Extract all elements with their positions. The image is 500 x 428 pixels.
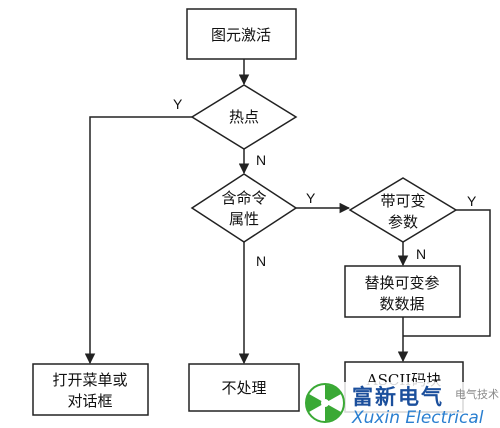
label-cmd-yes: Y: [306, 190, 316, 206]
start-node-label: 图元激活: [211, 26, 271, 44]
start-node: 图元激活: [186, 8, 297, 60]
open-menu-label-line1: 打开菜单或: [52, 371, 127, 389]
variable-parameter-label-line1: 带可变: [380, 192, 425, 210]
edge-hotspot-yes: [84, 116, 192, 365]
variable-parameter-label-line2: 参数: [388, 213, 418, 231]
edge-var-yes: [403, 209, 491, 337]
replace-parameter-label-line2: 数数据: [379, 295, 424, 313]
no-process-label: 不处理: [221, 379, 266, 397]
hotspot-decision-label: 热点: [229, 108, 259, 126]
replace-parameter-node: 替换可变参 数数据: [344, 265, 461, 318]
open-menu-label-line2: 对话框: [67, 392, 112, 410]
command-attribute-decision: 含命令 属性: [190, 173, 298, 243]
label-hotspot-no: N: [256, 152, 266, 168]
connectors: [84, 59, 491, 365]
replace-parameter-label-line1: 替换可变参: [364, 274, 439, 292]
command-attribute-label-line2: 属性: [229, 210, 259, 228]
command-attribute-label-line1: 含命令: [221, 189, 266, 207]
label-var-no: N: [416, 246, 426, 262]
watermark-en: Xuxin Electrical: [351, 408, 484, 428]
label-var-yes: Y: [467, 193, 477, 209]
watermark-cn: 富新电气: [352, 385, 444, 409]
hotspot-decision: 热点: [190, 84, 298, 150]
variable-parameter-decision: 带可变 参数: [348, 177, 458, 243]
label-cmd-no: N: [256, 253, 266, 269]
no-process-node: 不处理: [188, 363, 300, 412]
open-menu-node: 打开菜单或 对话框: [32, 363, 149, 416]
watermark: 富新电气 电气技术 Xuxin Electrical: [300, 382, 499, 428]
watermark-small: 电气技术: [455, 387, 499, 401]
logo-icon: [305, 383, 345, 423]
label-hotspot-yes: Y: [173, 96, 183, 112]
